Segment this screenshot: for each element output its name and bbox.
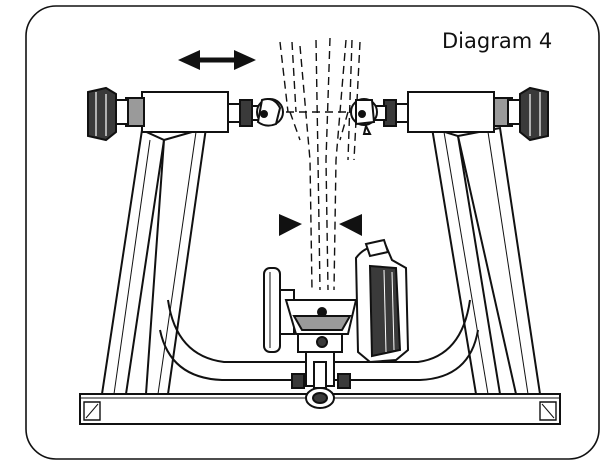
diagram-frame — [25, 5, 600, 460]
pivot-mount — [291, 351, 351, 409]
wheel-dashed-outline — [279, 37, 361, 291]
left-skewer-cup — [251, 98, 284, 127]
right-skewer-cup — [350, 98, 387, 135]
left-adjust-knob[interactable] — [87, 86, 129, 142]
left-frame-leg — [100, 126, 208, 395]
arrow-right-icon — [279, 214, 302, 236]
right-adjust-knob[interactable] — [507, 86, 549, 142]
right-clamp-arm — [383, 91, 513, 133]
right-frame-leg — [430, 126, 542, 395]
diagram-label: Diagram 4 — [442, 29, 552, 53]
magnetic-housing — [354, 238, 410, 364]
double-arrow-icon — [178, 50, 256, 70]
arrow-left-icon — [339, 214, 362, 236]
left-clamp-arm — [125, 91, 253, 133]
resistance-mount — [284, 299, 358, 353]
